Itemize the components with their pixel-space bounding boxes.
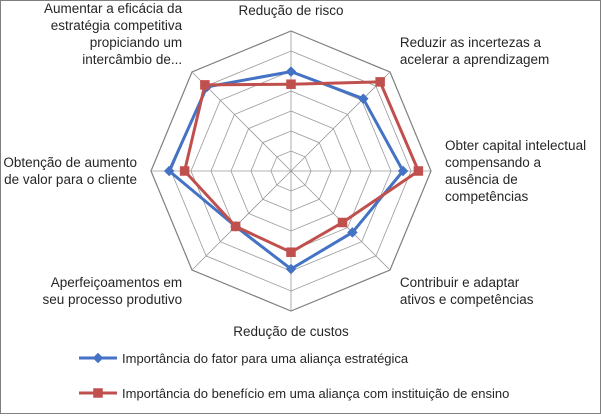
category-label-line: Redução de risco [238, 3, 343, 18]
legend-label: Importância do fator para uma aliança es… [122, 351, 409, 366]
category-label-line: compensando a [445, 155, 542, 170]
category-label: Redução de custos [233, 324, 349, 339]
category-label-line: Contribuir e adaptar [400, 275, 520, 290]
data-point [286, 247, 296, 257]
grid-spoke [191, 170, 292, 271]
category-label-line: Reduzir as incertezas a [400, 35, 542, 50]
category-label: Obter capital intelectual compensando a au… [445, 138, 586, 204]
legend-item: Importância do fator para uma aliança es… [79, 351, 409, 366]
data-point [337, 217, 348, 228]
data-point [179, 166, 190, 176]
category-label: Contribuir e adaptar ativos e competência… [400, 275, 534, 307]
category-label-line: acelerar a aprendizagem [400, 52, 549, 67]
series-layer [163, 66, 424, 275]
category-label-line: propiciando um [90, 35, 182, 50]
data-point [347, 227, 358, 238]
legend-label: Importância do benefício em uma aliança … [122, 386, 509, 401]
series-line [167, 70, 405, 271]
category-label: Reduzir as incertezas a acelerar a aprend… [400, 35, 549, 67]
data-point [286, 79, 296, 89]
category-label-line: seu processo produtivo [43, 292, 183, 307]
data-point [357, 93, 369, 105]
category-label-line: de valor para o cliente [4, 172, 137, 187]
category-label-line: Aperfeiçoamentos em [51, 275, 182, 290]
category-label: Redução de risco [238, 3, 343, 18]
series-2 [179, 77, 424, 257]
category-label: Obtenção de aumento de valor para o clien… [3, 155, 137, 187]
category-label-line: Redução de custos [233, 324, 349, 339]
data-point [285, 66, 297, 77]
category-label-line: Obter capital intelectual [445, 138, 586, 153]
data-point [163, 165, 175, 177]
data-point [200, 80, 210, 90]
data-point [413, 166, 424, 176]
category-label-line: intercâmbio de... [82, 52, 182, 67]
category-label-line: Obtenção de aumento [3, 155, 137, 170]
legend-item: Importância do benefício em uma aliança … [79, 386, 509, 401]
category-label-line: ativos e competências [400, 292, 534, 307]
data-point [230, 221, 241, 232]
data-point [375, 77, 385, 87]
data-point [397, 165, 409, 177]
data-point [285, 263, 297, 275]
legend-swatch-marker [93, 388, 103, 398]
category-label: Aumentar a eficácia da estratégia competi… [44, 1, 183, 67]
category-label-line: ausência de [445, 172, 518, 187]
legend-swatch-marker [92, 352, 104, 364]
legend: Importância do fator para uma aliança es… [79, 351, 509, 401]
category-label: Aperfeiçoamentos em seu processo produtiv… [43, 275, 183, 307]
grid-spoke [290, 71, 391, 172]
category-label-line: estratégia competitiva [51, 18, 183, 33]
category-label-line: competências [445, 189, 529, 204]
category-label-line: Aumentar a eficácia da [44, 1, 183, 16]
